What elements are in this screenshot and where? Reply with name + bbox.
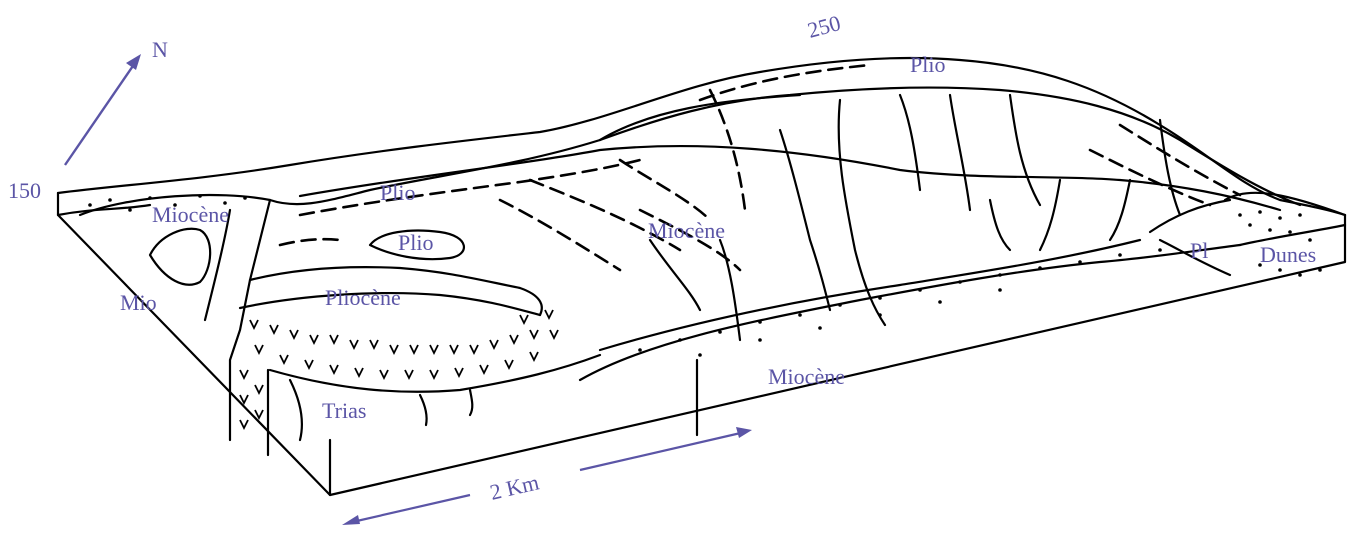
elevation-label-250: 250	[805, 10, 843, 43]
miocene-label-front: Miocène	[768, 364, 845, 389]
plio-label-upper: Plio	[380, 180, 415, 205]
scale-label: 2 Km	[488, 469, 542, 504]
trias-label: Trias	[322, 398, 366, 423]
pliocene-label: Pliocène	[325, 285, 401, 310]
plio-label-top: Plio	[910, 52, 945, 77]
scale-bar	[342, 427, 752, 525]
miocene-label-left: Miocène	[152, 202, 229, 227]
mio-label: Mio	[120, 290, 157, 315]
volcanic-pattern	[240, 310, 558, 428]
plio-lens-label: Plio	[398, 230, 433, 255]
north-label: N	[152, 37, 168, 62]
dunes-label: Dunes	[1260, 242, 1316, 267]
geologic-contacts	[80, 88, 1345, 440]
north-arrow	[65, 54, 141, 165]
miocene-label-center: Miocène	[648, 218, 725, 243]
elevation-label-150: 150	[8, 178, 41, 203]
pl-label: Pl	[1190, 238, 1208, 263]
